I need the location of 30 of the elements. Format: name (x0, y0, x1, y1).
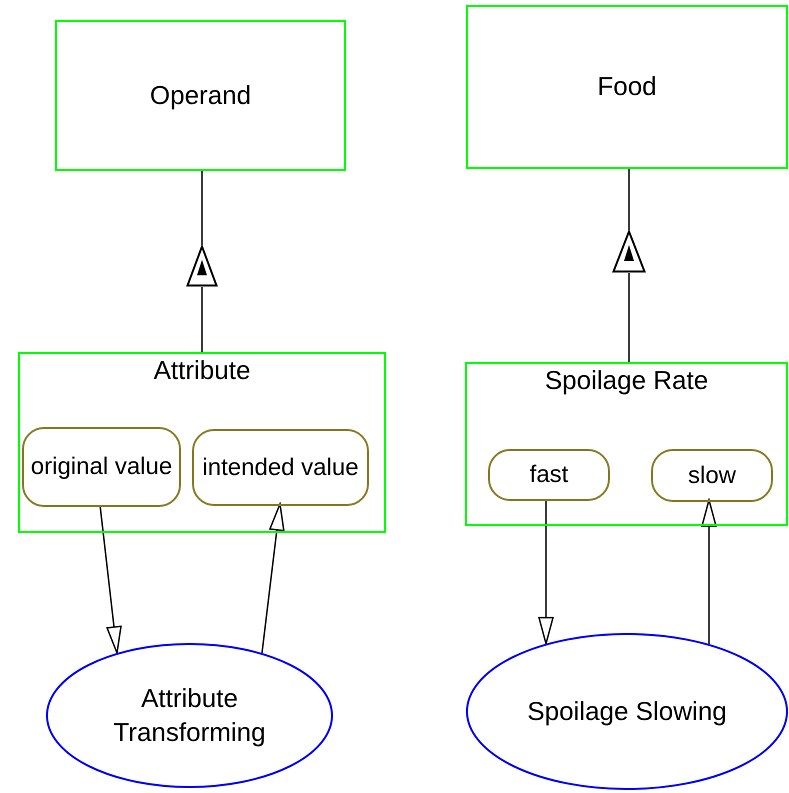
state-pill (651, 449, 773, 502)
object-box (18, 352, 386, 533)
exhibition-triangle (186, 245, 218, 287)
object-heading: Attribute (154, 354, 250, 387)
state-label: intended value (202, 452, 359, 483)
process-label: Attribute Transforming (112, 682, 267, 748)
object-box (55, 20, 346, 171)
link-line (201, 287, 203, 352)
state-pill (192, 429, 369, 506)
process-ellipse (466, 633, 788, 790)
arrow (538, 499, 554, 644)
arrow (701, 499, 717, 644)
arrow (99, 504, 122, 654)
exhibition-triangle (612, 230, 646, 273)
link-line (628, 169, 630, 230)
arrow (261, 503, 285, 654)
process-label: Spoilage Slowing (527, 694, 727, 728)
object-label: Food (597, 70, 657, 104)
link-line (628, 273, 630, 362)
object-heading: Spoilage Rate (544, 364, 708, 397)
object-box (466, 5, 788, 169)
state-pill (22, 427, 181, 507)
process-ellipse (46, 643, 333, 788)
state-label: original value (30, 452, 172, 482)
object-label: Operand (150, 78, 252, 112)
link-line (201, 171, 203, 245)
state-label: slow (688, 460, 736, 491)
state-pill (488, 449, 610, 501)
state-label: fast (530, 460, 568, 490)
object-box (465, 362, 788, 526)
